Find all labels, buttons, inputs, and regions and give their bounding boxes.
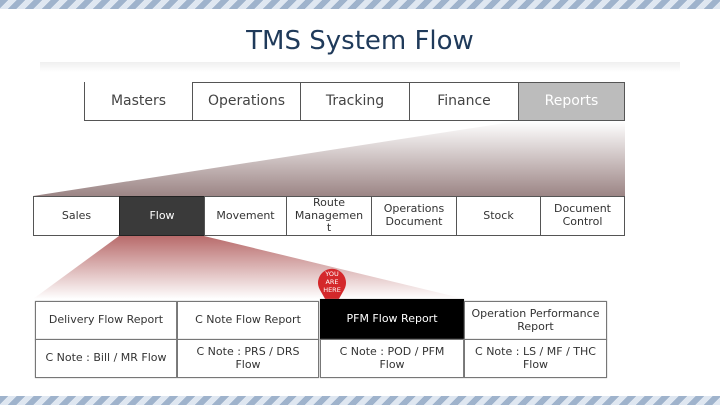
menu-masters-label: Masters — [110, 93, 167, 110]
report-ls-mf-thc-flow[interactable]: C Note : LS / MF / THC Flow — [464, 339, 607, 378]
report-delivery-flow[interactable]: Delivery Flow Report — [35, 301, 177, 340]
menu-operations[interactable]: Operations — [192, 82, 301, 121]
reports-flow-label: Flow — [149, 208, 175, 222]
bottom-stripe — [0, 396, 720, 405]
flow-funnel — [33, 236, 465, 299]
report-pod-pfm-flow-label: C Note : POD / PFM Flow — [339, 344, 445, 371]
menu-reports[interactable]: Reports — [518, 82, 625, 121]
report-bill-mr-flow-label: C Note : Bill / MR Flow — [45, 351, 167, 365]
report-cnote-flow[interactable]: C Note Flow Report — [177, 301, 319, 340]
report-operation-performance-label: Operation Performance Report — [471, 306, 600, 333]
page-title: TMS System Flow — [246, 26, 474, 56]
reports-route-management-label: Route Managemen t — [294, 196, 364, 235]
reports-operations-document[interactable]: Operations Document — [371, 196, 457, 236]
you-are-here-label: YOU ARE HERE — [316, 270, 348, 294]
menu-tracking[interactable]: Tracking — [300, 82, 410, 121]
report-pod-pfm-flow[interactable]: C Note : POD / PFM Flow — [320, 339, 464, 378]
reports-stock-label: Stock — [483, 208, 514, 222]
menu-operations-label: Operations — [208, 93, 285, 110]
report-bill-mr-flow[interactable]: C Note : Bill / MR Flow — [35, 339, 177, 378]
report-prs-drs-flow[interactable]: C Note : PRS / DRS Flow — [177, 339, 319, 378]
menu-reports-label: Reports — [544, 93, 599, 110]
top-stripe — [0, 0, 720, 9]
reports-stock[interactable]: Stock — [456, 196, 541, 236]
reports-funnel — [33, 121, 625, 196]
reports-sales[interactable]: Sales — [33, 196, 120, 236]
menu-finance[interactable]: Finance — [409, 82, 519, 121]
report-pfm-flow[interactable]: PFM Flow Report — [320, 299, 464, 340]
menu-masters[interactable]: Masters — [84, 82, 193, 121]
menu-finance-label: Finance — [437, 93, 491, 110]
reports-movement[interactable]: Movement — [204, 196, 287, 236]
reports-movement-label: Movement — [216, 208, 275, 222]
title-underline — [40, 62, 680, 72]
marker-line-1: YOU — [325, 270, 339, 278]
report-pfm-flow-label: PFM Flow Report — [346, 312, 438, 326]
reports-sales-label: Sales — [61, 208, 92, 222]
menu-divider — [84, 82, 85, 121]
reports-route-management[interactable]: Route Managemen t — [286, 196, 372, 236]
report-prs-drs-flow-label: C Note : PRS / DRS Flow — [196, 344, 300, 371]
marker-line-3: HERE — [323, 286, 341, 294]
report-cnote-flow-label: C Note Flow Report — [195, 313, 301, 327]
reports-document-control[interactable]: Document Control — [540, 196, 625, 236]
report-ls-mf-thc-flow-label: C Note : LS / MF / THC Flow — [475, 344, 596, 371]
you-are-here-pin — [318, 268, 346, 311]
marker-line-2: ARE — [325, 278, 339, 286]
reports-operations-document-label: Operations Document — [383, 202, 445, 228]
report-operation-performance[interactable]: Operation Performance Report — [464, 301, 607, 340]
reports-document-control-label: Document Control — [554, 202, 611, 228]
reports-flow[interactable]: Flow — [119, 196, 205, 236]
report-delivery-flow-label: Delivery Flow Report — [48, 313, 164, 327]
menu-tracking-label: Tracking — [325, 93, 385, 110]
